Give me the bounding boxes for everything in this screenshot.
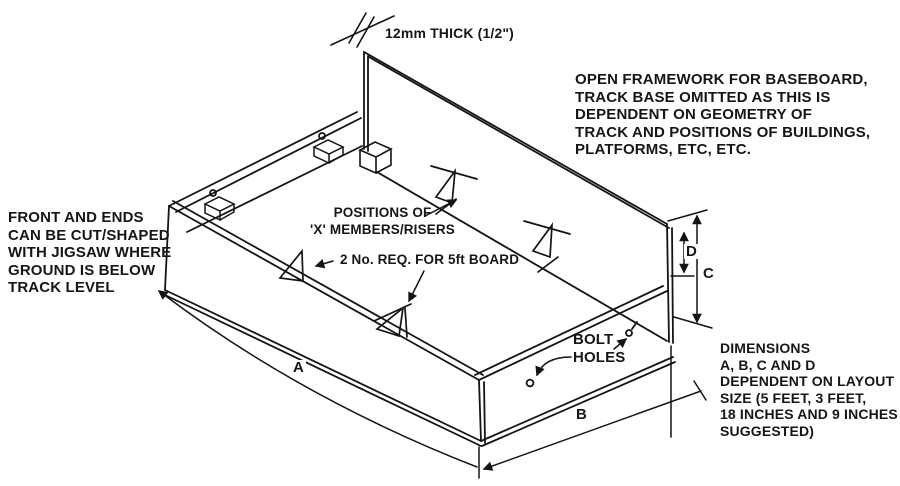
dim-label-a: A xyxy=(291,359,306,376)
corner-blocks xyxy=(203,139,345,222)
holes-leader-curved xyxy=(535,356,572,377)
dimension-lines xyxy=(157,209,713,479)
bolt-hole xyxy=(209,189,217,197)
front-ends-note: FRONT AND ENDS CAN BE CUT/SHAPED WITH JI… xyxy=(8,209,172,296)
bolt-hole xyxy=(525,378,535,388)
right-end-rail xyxy=(474,285,676,447)
ext-line-C-top xyxy=(667,209,708,222)
thickness-note: 12mm THICK (1/2") xyxy=(385,25,514,41)
positions-leader xyxy=(424,199,458,217)
positions-note: POSITIONS OF 'X' MEMBERS/RISERS xyxy=(310,205,455,237)
quantity-leader-curved xyxy=(408,270,425,303)
ext-line-C-bottom xyxy=(673,316,713,329)
dimensions-note: DIMENSIONS A, B, C AND D DEPENDENT ON LA… xyxy=(720,340,898,439)
bolt-holes xyxy=(209,132,638,388)
open-framework-note: OPEN FRAMEWORK FOR BASEBOARD, TRACK BASE… xyxy=(575,71,871,158)
quantity-note: 2 No. REQ. FOR 5ft BOARD xyxy=(340,252,520,267)
bolt-hole xyxy=(318,132,326,140)
riser-position-flags xyxy=(278,165,571,338)
dim-line-A xyxy=(157,290,478,468)
dim-tick-B-end xyxy=(693,380,707,401)
quantity-leader-left xyxy=(314,258,334,269)
front-rail xyxy=(164,200,486,447)
left-end-rail xyxy=(164,111,363,291)
corner-post xyxy=(358,141,393,175)
bolt-hole xyxy=(625,329,633,337)
thickness-mark xyxy=(330,12,395,48)
dim-label-c: C xyxy=(701,265,716,282)
leader-arrows xyxy=(314,199,628,377)
bolt-leader xyxy=(613,338,628,350)
back-panel xyxy=(363,51,674,344)
dim-label-d: D xyxy=(684,243,699,260)
bolt-holes-label: BOLT HOLES xyxy=(573,331,626,366)
dim-label-b: B xyxy=(574,406,589,423)
dim-line-B xyxy=(482,390,702,471)
